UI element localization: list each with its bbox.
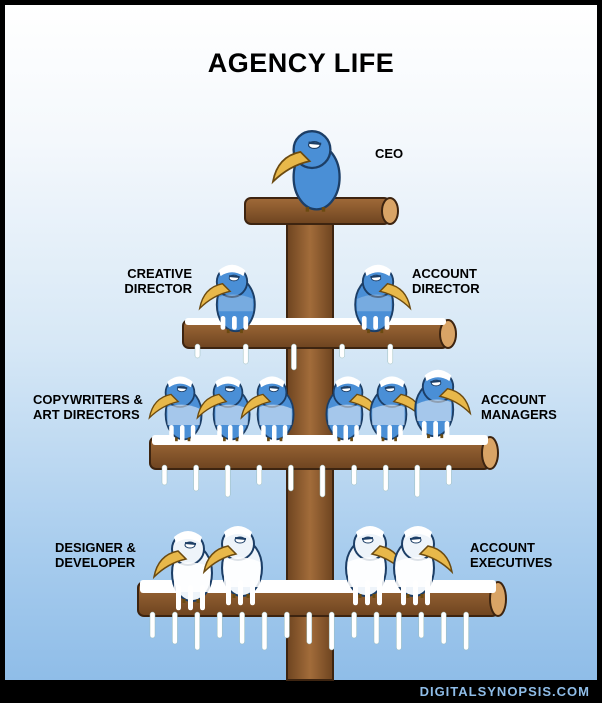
label-account-executives: ACCOUNT EXECUTIVES: [470, 540, 552, 570]
label-ceo: CEO: [375, 146, 404, 161]
label-line: MANAGERS: [481, 407, 557, 422]
label-line: ACCOUNT: [481, 392, 546, 407]
label-line: DEVELOPER: [55, 555, 136, 570]
label-creative-director: CREATIVE DIRECTOR: [124, 266, 192, 296]
bird: [148, 376, 203, 443]
bird: [325, 376, 380, 443]
bird: [414, 369, 472, 440]
label-line: COPYWRITERS &: [33, 392, 143, 407]
label-designer: DESIGNER & DEVELOPER: [55, 540, 136, 570]
label-line: DIRECTOR: [412, 281, 480, 296]
bird: [196, 376, 251, 443]
label-copywriters: COPYWRITERS & ART DIRECTORS: [33, 392, 143, 422]
bird: [345, 526, 406, 606]
label-account-director: ACCOUNT DIRECTOR: [412, 266, 480, 296]
label-line: ACCOUNT: [412, 266, 477, 281]
label-line: EXECUTIVES: [470, 555, 553, 570]
label-line: DESIGNER &: [55, 540, 136, 555]
page-title: AGENCY LIFE: [207, 48, 395, 78]
label-line: ART DIRECTORS: [33, 407, 140, 422]
bird: [393, 526, 454, 606]
bird: [202, 526, 263, 606]
bird: [354, 264, 412, 334]
label-line: CREATIVE: [127, 266, 192, 281]
bird: [198, 264, 256, 334]
footer-credit: DIGITALSYNOPSIS.COM: [419, 684, 590, 699]
bird: [271, 130, 341, 212]
label-account-managers: ACCOUNT MANAGERS: [481, 392, 557, 422]
label-line: DIRECTOR: [124, 281, 192, 296]
bird: [152, 531, 213, 611]
bird: [240, 376, 295, 443]
label-line: ACCOUNT: [470, 540, 535, 555]
bird: [369, 376, 424, 443]
branch: [149, 435, 499, 498]
